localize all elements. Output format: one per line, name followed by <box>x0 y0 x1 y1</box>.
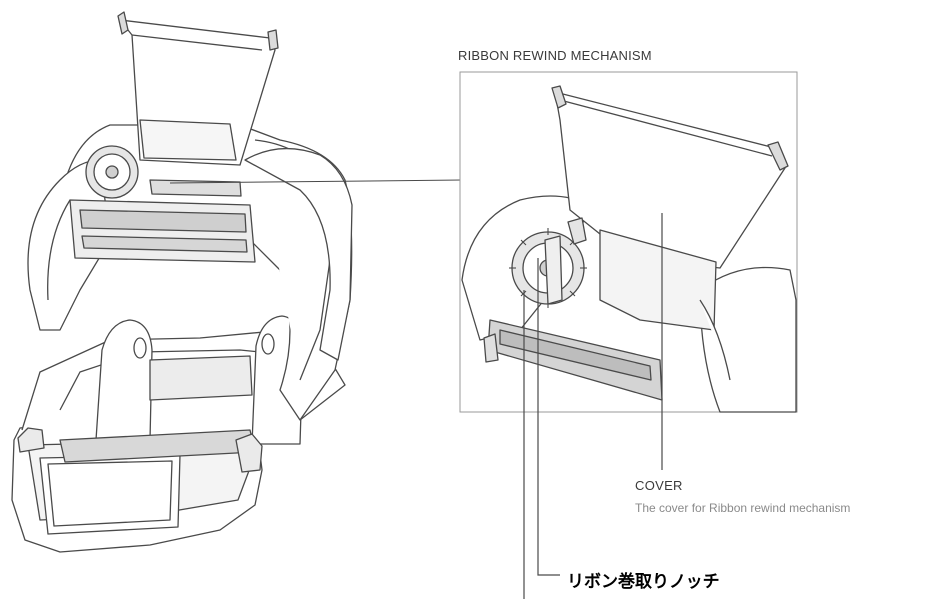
leader-line-main <box>169 179 463 184</box>
notch-leader <box>537 258 560 576</box>
callout-lines <box>523 213 663 599</box>
cover-label: COVER <box>635 478 683 493</box>
inset-title: RIBBON REWIND MECHANISM <box>458 48 652 63</box>
cover-description: The cover for Ribbon rewind mechanism <box>635 501 851 515</box>
printer-illustration <box>11 11 353 553</box>
ribbon-rewind-notch-label: リボン巻取りノッチ <box>567 572 720 591</box>
